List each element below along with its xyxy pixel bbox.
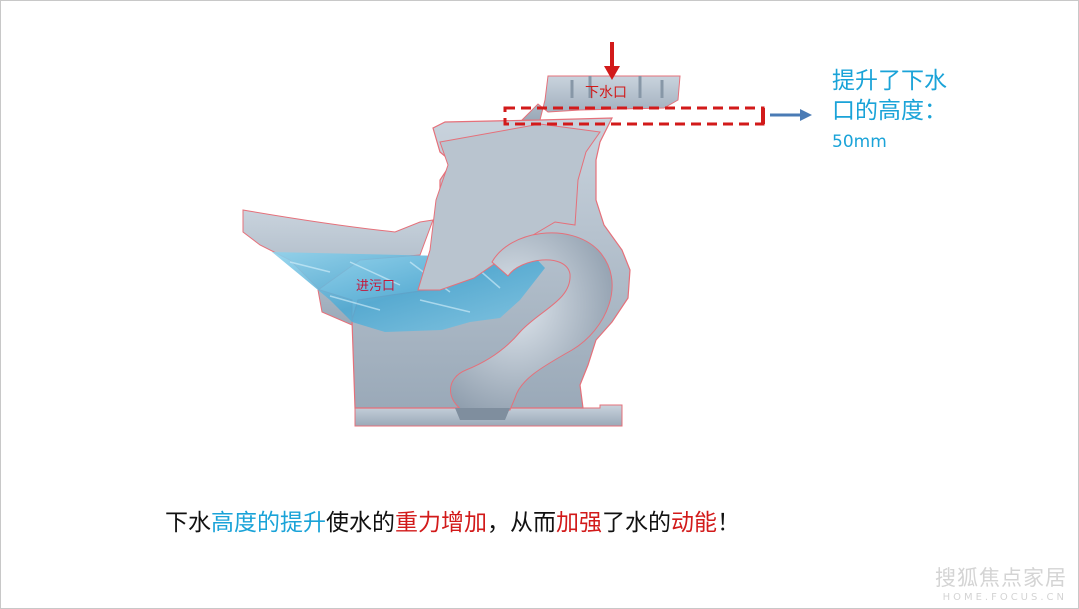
siphon-trapway xyxy=(450,232,613,413)
caption-part-1: 下水 xyxy=(165,510,211,536)
caption-part-6: 加强 xyxy=(556,510,602,536)
outlet-label: 下水口 xyxy=(585,85,627,101)
caption-part-9: ！ xyxy=(717,510,740,536)
caption-part-3: 使水的 xyxy=(326,510,395,536)
height-annotation: 提升了下水 口的高度： xyxy=(832,66,947,126)
annotation-line-2: 口的高度： xyxy=(832,98,947,124)
annotation-line-1: 提升了下水 xyxy=(832,68,947,94)
outlet-seat xyxy=(455,408,510,420)
inlet-label: 进污口 xyxy=(356,279,396,294)
caption-part-5: ，从而 xyxy=(487,510,556,536)
caption-part-2: 高度的提升 xyxy=(211,510,326,536)
caption-part-8: 动能 xyxy=(671,510,717,536)
watermark-sub: HOME.FOCUS.CN xyxy=(942,592,1067,603)
caption: 下水高度的提升使水的重力增加，从而加强了水的动能！ xyxy=(165,503,740,537)
annotation-value: 50mm xyxy=(832,132,887,152)
watermark-main: 搜狐焦点家居 xyxy=(935,566,1067,590)
watermark: 搜狐焦点家居 HOME.FOCUS.CN xyxy=(935,562,1067,603)
caption-part-4: 重力增加 xyxy=(395,510,487,536)
caption-part-7: 了水的 xyxy=(602,510,671,536)
